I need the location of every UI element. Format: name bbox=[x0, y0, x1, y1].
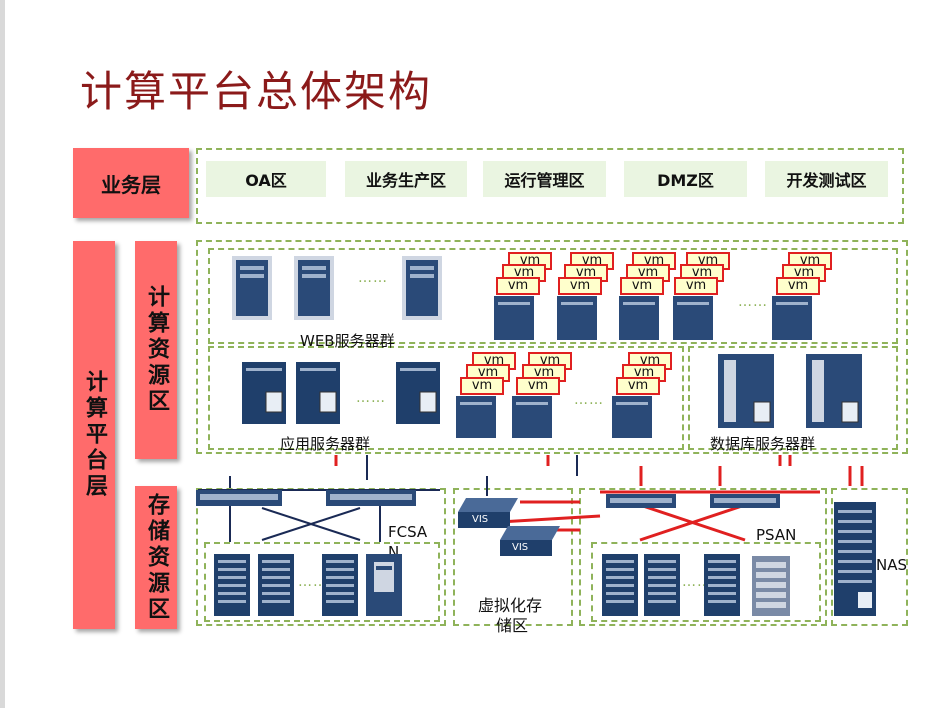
app-server-icon bbox=[242, 362, 286, 424]
app-group-label: 应用服务器群 bbox=[280, 435, 371, 453]
virtual-storage-label: 虚拟化存 bbox=[478, 596, 543, 615]
vm-box: vm bbox=[776, 277, 820, 295]
vm-host-icon bbox=[512, 396, 552, 438]
web-server-icon bbox=[402, 256, 442, 320]
psan-servers-frame bbox=[591, 542, 821, 622]
fcsan-label-cont: N bbox=[388, 543, 400, 561]
vm-host-icon bbox=[456, 396, 496, 438]
nas-label: NAS bbox=[876, 556, 908, 574]
web-server-icon bbox=[232, 256, 272, 320]
fcsan-servers-frame bbox=[204, 542, 440, 622]
vm-host-icon bbox=[772, 296, 812, 340]
app-vm-ellipsis: …… bbox=[574, 392, 604, 408]
zone-devtest[interactable]: 开发测试区 bbox=[765, 161, 888, 197]
platform-layer-text: 计算平台层 bbox=[82, 370, 107, 500]
business-layer-text: 业务层 bbox=[101, 172, 161, 197]
nas-device-icon bbox=[834, 502, 876, 616]
slide-left-edge bbox=[0, 0, 5, 708]
storage-area-label: 存储资源区 bbox=[135, 486, 177, 629]
storage-area-text: 存储资源区 bbox=[144, 492, 169, 623]
zone-dmz[interactable]: DMZ区 bbox=[624, 161, 747, 197]
vm-box: vm bbox=[516, 377, 560, 395]
tape-library-icon bbox=[366, 554, 402, 616]
vm-box: vm bbox=[620, 277, 664, 295]
vis-appliance-icon bbox=[500, 526, 560, 556]
page-title: 计算平台总体架构 bbox=[80, 67, 433, 116]
psan-frame bbox=[579, 488, 827, 626]
web-server-ellipsis: …… bbox=[358, 270, 388, 286]
storage-rack-icon bbox=[602, 554, 638, 616]
storage-rack-icon bbox=[644, 554, 680, 616]
vis-appliance-icon bbox=[458, 498, 518, 528]
db-group-label: 数据库服务器群 bbox=[710, 435, 816, 453]
zone-operations[interactable]: 运行管理区 bbox=[483, 161, 606, 197]
business-layer-label: 业务层 bbox=[73, 148, 189, 218]
vm-host-icon bbox=[494, 296, 534, 340]
vis-label: VIS bbox=[512, 542, 529, 553]
web-server-icon bbox=[294, 256, 334, 320]
vm-host-icon bbox=[619, 296, 659, 340]
psan-label: PSAN bbox=[756, 526, 797, 544]
nas-frame bbox=[831, 488, 908, 626]
fc-switch-icon bbox=[196, 490, 282, 506]
vm-ellipsis: …… bbox=[738, 294, 768, 310]
vm-box: vm bbox=[496, 277, 540, 295]
fcsan-label: FCSA bbox=[388, 523, 428, 541]
ip-switch-icon bbox=[606, 494, 676, 508]
ip-switch-icon bbox=[710, 494, 780, 508]
web-group-frame bbox=[208, 248, 898, 344]
vm-box: vm bbox=[674, 277, 718, 295]
compute-area-label: 计算资源区 bbox=[135, 241, 177, 459]
fc-switch-icon bbox=[326, 490, 416, 506]
app-server-icon bbox=[396, 362, 440, 424]
virtual-storage-label-cont: 储区 bbox=[496, 616, 529, 635]
zone-production[interactable]: 业务生产区 bbox=[345, 161, 467, 197]
storage-rack-icon bbox=[214, 554, 250, 616]
storage-rack-icon bbox=[322, 554, 358, 616]
psan-ellipsis: …… bbox=[682, 574, 712, 590]
vis-label: VIS bbox=[472, 514, 489, 525]
vm-box: vm bbox=[558, 277, 602, 295]
app-server-ellipsis: …… bbox=[356, 390, 386, 406]
storage-rack-icon bbox=[704, 554, 740, 616]
virtual-storage-frame bbox=[453, 488, 573, 626]
database-server-icon bbox=[806, 354, 862, 428]
vm-host-icon bbox=[673, 296, 713, 340]
compute-frame bbox=[196, 240, 908, 454]
vm-box: vm bbox=[616, 377, 660, 395]
compute-area-text: 计算资源区 bbox=[144, 285, 169, 415]
db-group-frame bbox=[688, 346, 898, 450]
vm-box: vm bbox=[460, 377, 504, 395]
web-group-label: WEB服务器群 bbox=[300, 332, 395, 350]
fcsan-ellipsis: …… bbox=[298, 574, 328, 590]
zone-oa[interactable]: OA区 bbox=[206, 161, 326, 197]
vm-host-icon bbox=[612, 396, 652, 438]
app-server-icon bbox=[296, 362, 340, 424]
database-server-icon bbox=[718, 354, 774, 428]
business-zone-frame bbox=[196, 148, 904, 224]
app-group-frame bbox=[208, 346, 684, 450]
platform-layer-label: 计算平台层 bbox=[73, 241, 115, 629]
storage-array-icon bbox=[752, 556, 790, 616]
vm-host-icon bbox=[557, 296, 597, 340]
storage-rack-icon bbox=[258, 554, 294, 616]
